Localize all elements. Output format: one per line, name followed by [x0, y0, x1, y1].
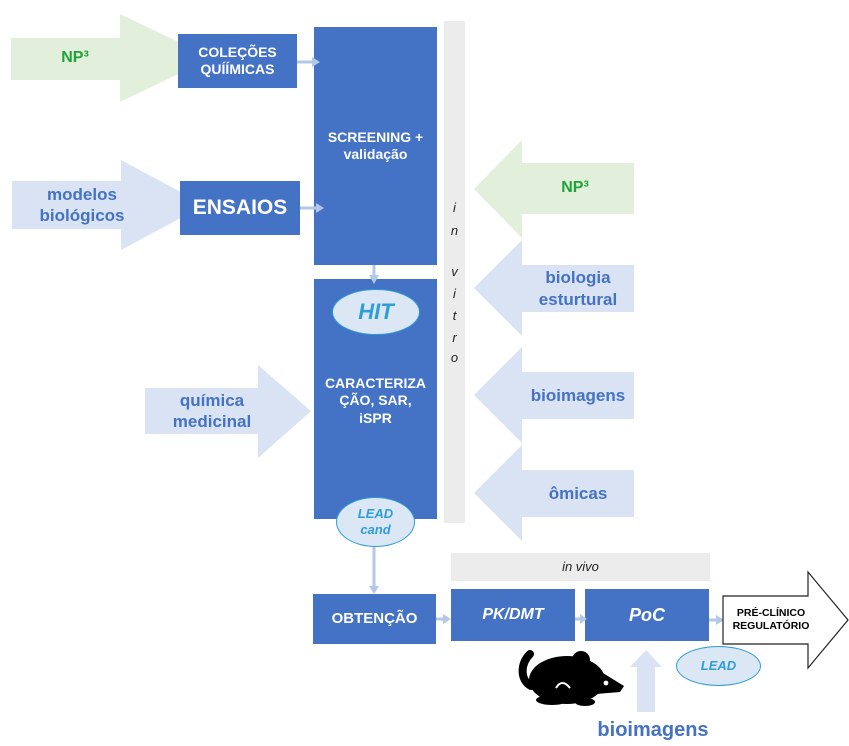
in-vitro-letter: v	[451, 264, 458, 279]
in-vitro-bar	[444, 21, 465, 523]
in-vitro-letter: t	[452, 308, 457, 323]
colecoes-box	[178, 34, 297, 88]
lead-cand-line-1: LEAD	[357, 506, 394, 522]
colecoes-line-2: QUÍÍMICAS	[200, 61, 275, 77]
caracterizacao-label: CARACTERIZA ÇÃO, SAR, iSPR	[314, 368, 437, 434]
caracterizacao-line-3: iSPR	[359, 409, 392, 426]
in-vivo-bar	[451, 553, 710, 581]
obtencao-box	[313, 594, 436, 644]
quimica-label: química medicinal	[145, 388, 279, 434]
colecoes-line-1: COLEÇÕES	[198, 43, 277, 60]
omicas-label: ômicas	[548, 483, 608, 503]
quimica-line-2: medicinal	[172, 412, 252, 431]
lead-ellipse: LEAD	[676, 646, 761, 686]
bioimagens-right-arrow	[474, 347, 634, 443]
in-vitro-letter: n	[450, 223, 459, 238]
in-vitro-letter: r	[452, 330, 457, 345]
bioimagens-right-label: bioimagens	[530, 385, 626, 405]
np3-right-arrow	[474, 140, 634, 238]
poc-box	[585, 589, 709, 641]
biologia-line-2: esturtural	[538, 289, 618, 309]
screening-box	[314, 27, 437, 265]
hit-ellipse: HIT	[332, 289, 420, 335]
pk-box	[451, 589, 575, 641]
connectors	[297, 57, 724, 625]
poc-label: PoC	[629, 604, 665, 625]
ensaios-box	[180, 181, 300, 235]
biologia-line-1: biologia	[545, 268, 611, 288]
caracterizacao-line-1: CARACTERIZA	[324, 374, 427, 391]
obtencao-label: OBTENÇÃO	[331, 609, 418, 627]
preclinico-arrow	[722, 570, 849, 670]
screening-line-2: validação	[343, 146, 408, 162]
colecoes-label: COLEÇÕES QUÍÍMICAS	[178, 34, 297, 88]
np3-right-label: NP³	[561, 179, 589, 196]
rat-silhouette-icon	[518, 650, 624, 706]
lead-cand-ellipse: LEAD cand	[336, 497, 415, 547]
pk-label: PK/DMT	[482, 606, 544, 623]
in-vitro-letter: i	[453, 200, 456, 215]
omicas-arrow	[474, 445, 634, 541]
screening-label: SCREENING + validação	[314, 122, 437, 170]
modelos-line-2: biológicos	[39, 206, 125, 225]
in-vitro-letter: i	[453, 286, 456, 301]
modelos-label: modelos biológicos	[12, 181, 152, 229]
np3-top-arrow	[11, 14, 212, 102]
biologia-arrow	[474, 240, 634, 336]
modelos-line-1: modelos	[47, 184, 117, 204]
preclinico-line-1: PRÉ-CLÍNICO	[736, 606, 806, 619]
lead-cand-line-2: cand	[360, 522, 391, 537]
in-vivo-label: in vivo	[562, 558, 599, 574]
modelos-arrow	[12, 160, 205, 250]
in-vitro-letter: o	[450, 350, 459, 365]
quimica-line-1: química	[179, 390, 245, 410]
bioimagens-up-arrow	[630, 650, 662, 712]
biologia-label: biologia esturtural	[522, 265, 634, 312]
screening-line-1: SCREENING +	[327, 128, 424, 145]
caracterizacao-line-2: ÇÃO, SAR,	[339, 392, 412, 409]
ensaios-label: ENSAIOS	[192, 195, 288, 219]
bioimagens-bottom-label: bioimagens	[597, 718, 709, 741]
preclinico-label: PRÉ-CLÍNICO REGULATÓRIO	[725, 598, 817, 642]
preclinico-line-2: REGULATÓRIO	[732, 620, 810, 632]
np3-top-label: NP³	[61, 49, 89, 66]
quimica-arrow	[145, 365, 311, 458]
